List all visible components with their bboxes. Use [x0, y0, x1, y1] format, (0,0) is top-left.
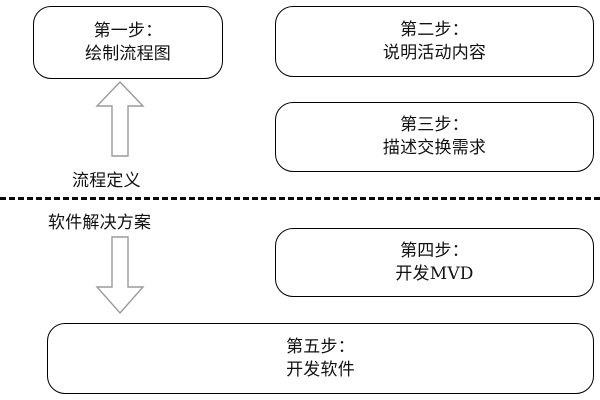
step-3-heading: 第三步：	[400, 115, 469, 136]
step-2-detail: 说明活动内容	[382, 42, 487, 63]
step-3-detail: 描述交换需求	[382, 138, 487, 158]
section-label-process-definition: 流程定义	[72, 171, 141, 191]
step-box-3[interactable]: 第三步： 描述交换需求	[275, 102, 594, 172]
step-4-detail: 开发MVD	[395, 263, 474, 284]
section-divider	[0, 197, 600, 200]
block-arrow-down-icon	[95, 236, 145, 315]
step-box-1[interactable]: 第一步： 绘制流程图	[33, 6, 223, 79]
step-box-4[interactable]: 第四步： 开发MVD	[275, 228, 594, 297]
step-box-2[interactable]: 第二步： 说明活动内容	[275, 6, 594, 77]
step-1-detail: 绘制流程图	[85, 43, 171, 64]
step-5-heading: 第五步：	[286, 336, 355, 357]
block-arrow-up-icon	[95, 80, 145, 157]
step-2-heading: 第二步：	[400, 19, 469, 40]
section-label-software-solution: 软件解决方案	[48, 213, 152, 233]
step-4-heading: 第四步：	[400, 240, 469, 261]
step-1-heading: 第一步：	[93, 20, 163, 41]
step-box-5[interactable]: 第五步： 开发软件	[47, 323, 594, 394]
step-5-detail: 开发软件	[286, 359, 355, 380]
